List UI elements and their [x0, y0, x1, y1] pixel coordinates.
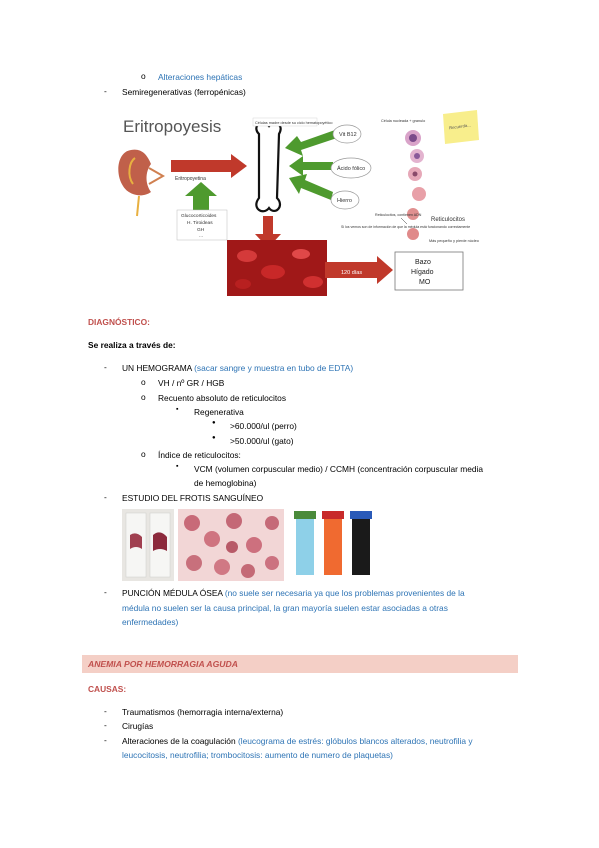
dot-bullet: ● — [212, 435, 216, 441]
vcm-line-1: VCM (volumen corpuscular medio) / CCMH (… — [194, 464, 484, 474]
info-note: Si los vemos son de información de que l… — [341, 225, 470, 229]
puncion-line-1: (no suele ser necesaria ya que los probl… — [224, 588, 465, 598]
regenerativa-item: Regenerativa — [194, 407, 244, 417]
causas-heading: CAUSAS: — [88, 684, 127, 694]
circle-bullet: o — [141, 377, 146, 387]
green-up-arrow-icon — [185, 182, 217, 212]
kidney-icon — [118, 149, 166, 217]
small-note: Más pequeño y pierde núcleo — [429, 239, 479, 243]
vcm-line-2: de hemoglobina) — [194, 478, 257, 488]
section-banner — [82, 655, 518, 673]
dash-bullet: - — [104, 720, 107, 730]
bone-icon — [255, 121, 282, 213]
diagnostico-heading: DIAGNÓSTICO: — [88, 317, 150, 327]
anemia-section-title: ANEMIA POR HEMORRAGIA AGUDA — [88, 659, 238, 669]
square-bullet: ▪ — [176, 463, 179, 470]
blood-flow-icon — [227, 240, 327, 296]
top-note: Células madre desde su ciclo hematopoyét… — [255, 121, 332, 125]
cirugias-item: Cirugías — [122, 721, 154, 731]
puncion-line-3: enfermedades) — [122, 617, 179, 627]
dash-bullet: - — [104, 706, 107, 716]
hepatic-item: Alteraciones hepáticas — [158, 72, 243, 82]
hormone-2: H. Tiroideas — [187, 220, 213, 226]
dash-bullet: - — [104, 86, 107, 96]
sticky-note-icon — [443, 110, 479, 144]
puncion-item: PUNCIÓN MÉDULA ÓSEA (no suele ser necesa… — [122, 587, 465, 599]
acido-folico-label: Ácido fólico — [337, 165, 365, 172]
hormone-4: ... — [199, 234, 203, 239]
hemograma-item: UN HEMOGRAMA (sacar sangre y muestra en … — [122, 362, 353, 374]
eritropoyetina-label: Eritropoyetina — [175, 176, 206, 182]
red-blood-cells-icon — [178, 509, 284, 581]
organs-box — [394, 251, 464, 291]
hierro-label: Hierro — [337, 198, 352, 204]
perro-item: >60.000/ul (perro) — [230, 421, 297, 431]
dash-bullet: - — [104, 492, 107, 502]
square-bullet: ▪ — [176, 406, 179, 413]
frotis-images — [122, 509, 384, 581]
blood-tubes-icon — [288, 509, 384, 581]
indice-item: Índice de reticulocitos: — [158, 450, 241, 460]
organ-mo: MO — [419, 279, 431, 286]
hormone-1: Glucocorticoides — [181, 213, 217, 219]
coag-line-1: (leucograma de estrés: glóbulos blancos … — [237, 736, 473, 746]
coag-line-2: leucocitosis, neutrofilia; trombocitosis… — [122, 750, 393, 760]
recuento-item: Recuento absoluto de reticulocitos — [158, 393, 287, 403]
red-arrow-organs-icon — [325, 256, 393, 284]
green-arrow-b12-icon — [285, 130, 337, 156]
days-label: 120 días — [341, 270, 362, 276]
dash-bullet: - — [104, 735, 107, 745]
dot-bullet: ● — [212, 420, 216, 426]
vit-b12-label: Vit B12 — [339, 132, 357, 138]
green-arrow-iron-icon — [289, 174, 333, 200]
reticulocitos-label: Reticulocitos — [431, 217, 465, 223]
cells-note: Célula nucleada + granulo — [381, 119, 425, 123]
green-arrow-folic-icon — [289, 156, 333, 176]
trauma-item: Traumatismos (hemorragia interna/externa… — [122, 707, 284, 717]
gato-item: >50.000/ul (gato) — [230, 436, 294, 446]
frotis-figure — [122, 509, 384, 581]
hemograma-label: UN HEMOGRAMA — [122, 363, 192, 373]
diagnostico-intro: Se realiza a través de: — [88, 340, 176, 350]
arrow-to-bone-icon — [171, 154, 247, 178]
hormone-3: GH — [197, 227, 205, 233]
frotis-item: ESTUDIO DEL FROTIS SANGUÍNEO — [122, 493, 264, 503]
glass-slides-icon — [122, 509, 174, 581]
diagram-title: Eritropoyesis — [123, 117, 221, 136]
reticulo-note: Reticulocitos, contienen ADN — [375, 213, 422, 217]
eritropoyesis-diagram: Eritropoyesis Eritropoyetina Glucocortic… — [113, 106, 483, 298]
circle-bullet: o — [141, 449, 146, 459]
circle-bullet: o — [141, 392, 146, 402]
vh-item: VH / nº GR / HGB — [158, 378, 225, 388]
dash-bullet: - — [104, 587, 107, 597]
coag-item: Alteraciones de la coagulación (leucogra… — [122, 735, 473, 747]
puncion-label: PUNCIÓN MÉDULA ÓSEA — [122, 588, 223, 598]
organ-higado: Hígado — [411, 269, 434, 276]
semiregen-item: Semiregenerativas (ferropénicas) — [122, 87, 246, 97]
hemograma-note: (sacar sangre y muestra en tubo de EDTA) — [194, 363, 354, 373]
sticky-note-text: Recuerda... — [449, 122, 471, 130]
dash-bullet: - — [104, 362, 107, 372]
circle-bullet: o — [141, 71, 146, 81]
eritropoyesis-figure: Eritropoyesis Eritropoyetina Glucocortic… — [113, 106, 483, 298]
organ-bazo: Bazo — [415, 259, 431, 266]
puncion-line-2: médula no suelen ser la causa principal,… — [122, 603, 448, 613]
coag-label: Alteraciones de la coagulación — [122, 736, 236, 746]
blood-cells-icon — [405, 130, 426, 240]
